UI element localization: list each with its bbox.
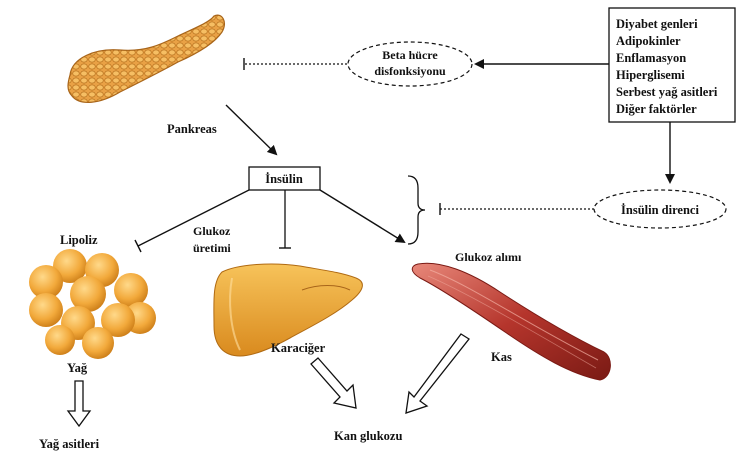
- beta-cell-dysfunction-node: Beta hücre disfonksiyonu: [348, 42, 472, 86]
- kas-label: Kas: [491, 350, 512, 364]
- fat-to-fatty-acids-arrow: [68, 381, 90, 426]
- insulin-resistance-node: İnsülin direnci: [594, 190, 726, 228]
- insulin-box: İnsülin: [249, 167, 320, 190]
- insulin-to-liver-inhibition: [279, 190, 291, 248]
- insulin-label: İnsülin: [265, 172, 303, 186]
- pancreas-illustration: [68, 15, 224, 102]
- glukoz-line2-label: üretimi: [193, 241, 231, 255]
- factor-label: Serbest yağ asitleri: [616, 85, 718, 99]
- yag-asitleri-label: Yağ asitleri: [39, 437, 100, 451]
- fat-cells-illustration: [29, 249, 156, 359]
- factor-label: Diğer faktörler: [616, 102, 697, 116]
- resistance-inhibition: [440, 203, 594, 215]
- insulin-resistance-label: İnsülin direnci: [621, 203, 699, 217]
- beta-line1-label: Beta hücre: [382, 48, 438, 62]
- lipoliz-label: Lipoliz: [60, 233, 98, 247]
- glukoz-line1-label: Glukoz: [193, 224, 231, 238]
- beta-line2-label: disfonksiyonu: [374, 64, 446, 78]
- karaciger-label: Karaciğer: [271, 341, 326, 355]
- muscle-to-glucose-arrow: [406, 334, 469, 413]
- yag-label: Yağ: [67, 361, 88, 375]
- factor-label: Enflamasyon: [616, 51, 686, 65]
- beta-to-pancreas-inhibition: [244, 58, 347, 70]
- insulin-to-fat-inhibition: [135, 190, 249, 252]
- pancreas-to-insulin-arrow: [226, 105, 276, 154]
- curly-brace: [408, 176, 425, 244]
- factor-label: Diyabet genleri: [616, 17, 698, 31]
- factor-label: Adipokinler: [616, 34, 681, 48]
- insulin-to-muscle-arrow: [320, 190, 404, 242]
- factors-box: Diyabet genleri Adipokinler Enflamasyon …: [609, 8, 735, 122]
- kan-glukozu-label: Kan glukozu: [334, 429, 402, 443]
- factor-label: Hiperglisemi: [616, 68, 685, 82]
- liver-to-glucose-arrow: [311, 358, 356, 408]
- pancreas-label: Pankreas: [167, 122, 217, 136]
- glukoz-alimi-label: Glukoz alımı: [455, 250, 522, 264]
